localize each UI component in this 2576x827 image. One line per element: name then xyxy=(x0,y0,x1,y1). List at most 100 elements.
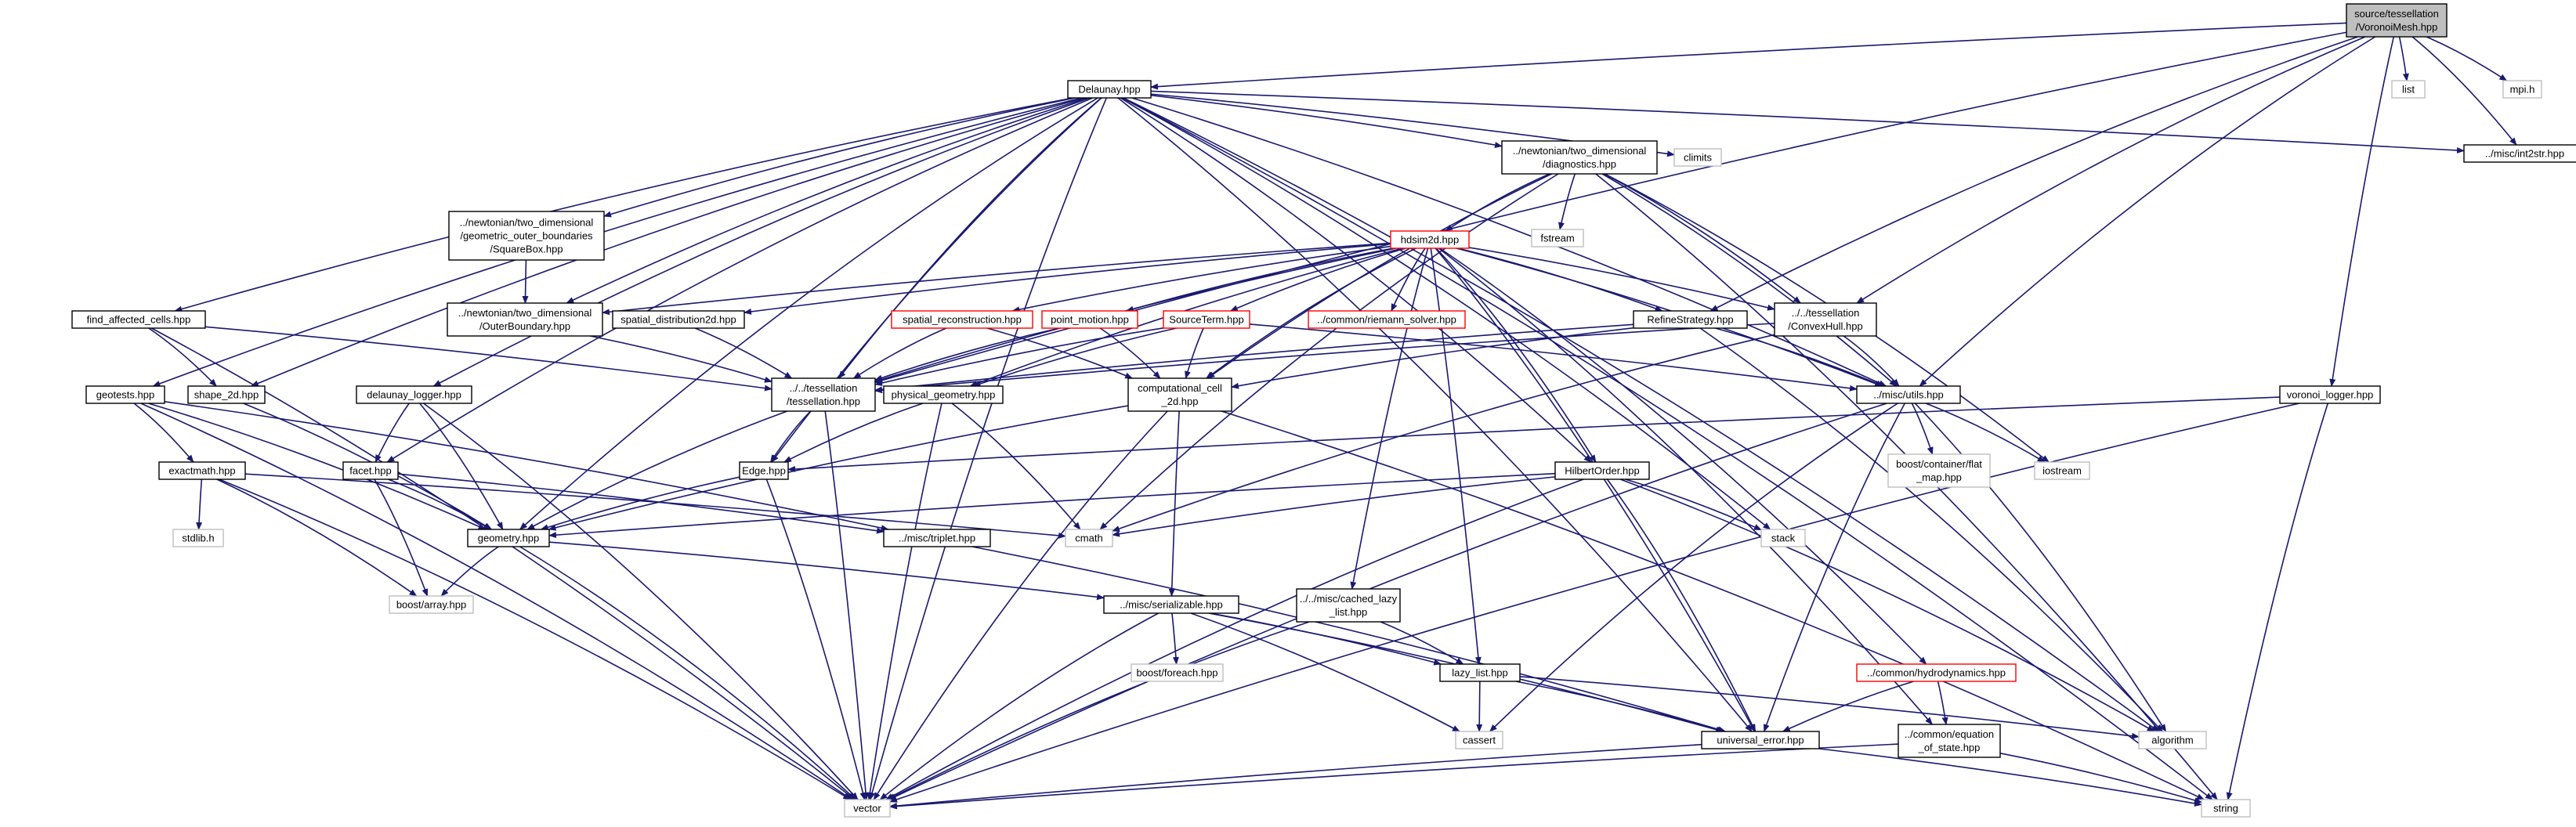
node-squarebox[interactable]: ../newtonian/two_dimensional/geometric_o… xyxy=(448,211,605,261)
edge-hdsim-to-spatialdist xyxy=(743,243,1391,315)
edge-delaunay-to-findcells xyxy=(174,97,1073,312)
node-geotests[interactable]: geotests.hpp xyxy=(85,385,165,404)
node-outerboundary-label-1: /OuterBoundary.hpp xyxy=(479,320,570,332)
node-triplet-label-0: ../misc/triplet.hpp xyxy=(899,533,975,544)
node-pointmotion[interactable]: point_motion.hpp xyxy=(1041,310,1138,329)
edge-facet-to-geometry xyxy=(388,479,492,530)
node-spatialrecon[interactable]: spatial_reconstruction.hpp xyxy=(891,310,1033,329)
edge-refine-to-tessellation xyxy=(874,323,1634,393)
edge-refine-to-utils xyxy=(1715,327,1885,387)
edge-hilbert-to-cmath xyxy=(1112,476,1556,537)
edge-delaunay-to-vector xyxy=(869,97,1108,800)
node-hydrodynamics-label-0: ../common/hydrodynamics.hpp xyxy=(1867,667,2006,679)
node-cachedlazy-label-1: _list.hpp xyxy=(1329,606,1367,618)
node-utils-label-0: ../misc/utils.hpp xyxy=(1873,389,1944,401)
edge-geotests-to-exactmath xyxy=(133,403,194,463)
node-edge[interactable]: Edge.hpp xyxy=(739,461,789,480)
edge-dlogger-to-geometry xyxy=(419,403,504,530)
node-dlogger-box xyxy=(356,385,472,404)
node-eos[interactable]: ../common/equation_of_state.hpp xyxy=(1898,724,2001,758)
node-triplet[interactable]: ../misc/triplet.hpp xyxy=(883,529,991,547)
edge-dlogger-to-facet xyxy=(374,403,410,463)
node-int2str-box xyxy=(2463,144,2576,163)
node-int2str-label-0: ../misc/int2str.hpp xyxy=(2485,148,2564,160)
edge-eos-to-vector xyxy=(889,743,1899,810)
edge-edge-to-geometry xyxy=(540,476,740,531)
node-findcells-box xyxy=(71,310,206,329)
edge-hdsim-to-riemann xyxy=(1391,247,1426,312)
node-squarebox-label-2: /SquareBox.hpp xyxy=(490,244,563,255)
edge-root-to-vlogger xyxy=(2329,36,2395,387)
node-geometry[interactable]: geometry.hpp xyxy=(467,529,550,547)
node-spatialdist[interactable]: spatial_distribution2d.hpp xyxy=(612,310,745,329)
node-int2str[interactable]: ../misc/int2str.hpp xyxy=(2463,144,2576,163)
edge-lazylist-to-algorithm xyxy=(1519,676,2140,739)
node-hdsim[interactable]: hdsim2d.hpp xyxy=(1390,230,1470,249)
edge-hdsim-to-tessellation xyxy=(874,247,1397,383)
edge-compcell-to-serializable xyxy=(1168,410,1180,597)
node-serializable[interactable]: ../misc/serializable.hpp xyxy=(1103,595,1239,614)
edge-univerror-to-vector xyxy=(889,743,1702,809)
node-climits: climits xyxy=(1673,148,1722,167)
edge-exactmath-to-stdlib xyxy=(196,479,203,530)
node-hilbert[interactable]: HilbertOrder.hpp xyxy=(1554,461,1650,480)
edge-sourceterm-to-compcell xyxy=(1185,327,1204,379)
edge-compcell-to-string xyxy=(1221,410,2205,800)
node-fstream: fstream xyxy=(1531,229,1584,247)
edge-spatialdist-to-tessellation xyxy=(694,327,793,379)
node-hydrodynamics[interactable]: ../common/hydrodynamics.hpp xyxy=(1856,663,2017,682)
node-refine[interactable]: RefineStrategy.hpp xyxy=(1633,310,1748,329)
edge-geometry-to-serializable xyxy=(548,541,1105,601)
node-delaunay[interactable]: Delaunay.hpp xyxy=(1067,80,1152,99)
node-geometry-label-0: geometry.hpp xyxy=(478,533,540,544)
node-dlogger-label-0: delaunay_logger.hpp xyxy=(367,389,461,401)
edge-shape2d-to-geometry xyxy=(243,403,493,530)
edge-delaunay-to-shape2d xyxy=(250,97,1085,387)
node-eos-box xyxy=(1898,724,2001,758)
node-findcells[interactable]: find_affected_cells.hpp xyxy=(71,310,206,329)
node-refine-label-0: RefineStrategy.hpp xyxy=(1647,314,1733,326)
edge-hilbert-to-univerror xyxy=(1606,479,1757,732)
node-facet[interactable]: facet.hpp xyxy=(342,461,399,480)
node-hilbert-label-0: HilbertOrder.hpp xyxy=(1565,465,1639,477)
node-physgeom-box xyxy=(883,385,1004,404)
edge-physgeom-to-vector xyxy=(867,403,942,800)
edge-vlogger-to-string xyxy=(2226,403,2328,800)
node-hilbert-box xyxy=(1554,461,1650,480)
edge-outerboundary-to-tessellation xyxy=(590,335,772,383)
node-outerboundary[interactable]: ../newtonian/two_dimensional/OuterBounda… xyxy=(447,302,603,337)
node-dlogger[interactable]: delaunay_logger.hpp xyxy=(356,385,472,404)
node-iostream-label-0: iostream xyxy=(2042,465,2082,477)
node-diagnostics-box xyxy=(1501,140,1658,175)
node-sourceterm[interactable]: SourceTerm.hpp xyxy=(1163,310,1250,329)
node-lazylist[interactable]: lazy_list.hpp xyxy=(1439,663,1521,682)
edge-cachedlazy-to-vector xyxy=(887,621,1310,800)
edge-root-to-utils xyxy=(1919,36,2376,387)
node-spatialdist-box xyxy=(612,310,745,329)
node-vlogger[interactable]: voronoi_logger.hpp xyxy=(2279,385,2381,404)
node-exactmath[interactable]: exactmath.hpp xyxy=(158,461,246,480)
node-eos-label-0: ../common/equation xyxy=(1905,728,1994,740)
edge-hilbert-to-algorithm xyxy=(1619,479,2155,732)
node-riemann[interactable]: ../common/riemann_solver.hpp xyxy=(1308,310,1466,329)
node-algorithm-label-0: algorithm xyxy=(2151,735,2193,746)
node-lazylist-label-0: lazy_list.hpp xyxy=(1452,667,1508,679)
node-tessellation[interactable]: ../../tessellation/tessellation.hpp xyxy=(771,377,876,412)
node-boostarray: boost/array.hpp xyxy=(389,595,474,614)
edge-serializable-to-boostforeach xyxy=(1171,612,1179,665)
edge-hdsim-to-hilbert xyxy=(1435,247,1597,463)
node-univerror[interactable]: universal_error.hpp xyxy=(1701,731,1820,749)
node-convexhull[interactable]: ../../tessellation/ConvexHull.hpp xyxy=(1774,302,1877,337)
node-utils[interactable]: ../misc/utils.hpp xyxy=(1856,385,1961,404)
edge-delaunay-to-diagnostics xyxy=(1150,94,1503,149)
node-compcell[interactable]: computational_cell_2d.hpp xyxy=(1127,377,1232,412)
node-root[interactable]: source/tessellation/VoronoiMesh.hpp xyxy=(2346,3,2448,38)
node-squarebox-label-1: /geometric_outer_boundaries xyxy=(460,230,593,242)
node-physgeom[interactable]: physical_geometry.hpp xyxy=(883,385,1004,404)
edge-findcells-to-tessellation xyxy=(204,326,772,392)
node-refine-box xyxy=(1633,310,1748,329)
node-shape2d[interactable]: shape_2d.hpp xyxy=(187,385,266,404)
edge-diagnostics-to-hdsim xyxy=(1445,173,1550,232)
node-diagnostics[interactable]: ../newtonian/two_dimensional/diagnostics… xyxy=(1501,140,1658,175)
node-cachedlazy[interactable]: ../../misc/cached_lazy_list.hpp xyxy=(1296,588,1401,623)
